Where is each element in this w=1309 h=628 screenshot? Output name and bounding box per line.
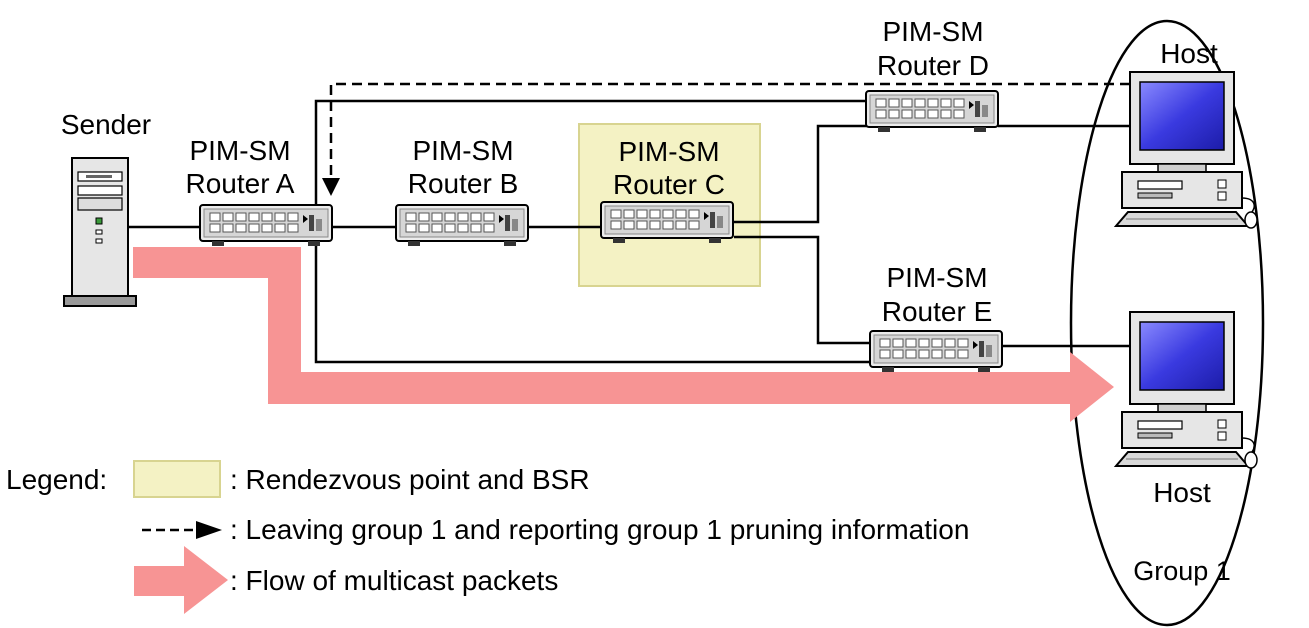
legend-rp-text: : Rendezvous point and BSR: [230, 464, 590, 495]
router-d-label-line1: PIM-SM: [882, 16, 983, 47]
host-bottom-icon: [1115, 311, 1258, 469]
sender-server: [63, 157, 137, 307]
sender-label: Sender: [61, 109, 151, 140]
legend-flow-text: : Flow of multicast packets: [230, 565, 558, 596]
group1-ellipse: [1069, 19, 1265, 627]
prune-report-arrow: [322, 82, 1130, 196]
legend: Legend: : Rendezvous point and BSR : Lea…: [6, 460, 969, 614]
router-d-label-line2: Router D: [877, 50, 989, 81]
router-a-label-line2: Router A: [186, 168, 295, 199]
router-e-icon: [869, 330, 1003, 373]
router-c-label-line1: PIM-SM: [618, 136, 719, 167]
host-top-label: Host: [1160, 38, 1218, 69]
router-d-icon: [865, 90, 999, 133]
router-b-icon: [395, 204, 529, 247]
router-b-label-line2: Router B: [408, 168, 519, 199]
host-bottom-label: Host: [1153, 477, 1211, 508]
legend-title: Legend:: [6, 464, 107, 495]
router-c-label-line2: Router C: [613, 169, 725, 200]
legend-prune-text: : Leaving group 1 and reporting group 1 …: [230, 514, 969, 545]
network-links: [128, 99, 1130, 364]
legend-flow-arrow-icon: [134, 546, 228, 614]
legend-dashed-arrow-icon: [142, 521, 222, 539]
router-c-icon: [600, 201, 734, 244]
legend-rp-swatch: [133, 460, 221, 498]
router-e-label-line1: PIM-SM: [886, 262, 987, 293]
router-a-icon: [199, 204, 333, 247]
router-b-label-line1: PIM-SM: [412, 135, 513, 166]
router-e-label-line2: Router E: [882, 296, 993, 327]
group-label: Group 1: [1133, 556, 1231, 586]
multicast-flow-arrow: [133, 247, 1114, 422]
host-top-icon: [1115, 71, 1258, 229]
router-a-label-line1: PIM-SM: [189, 135, 290, 166]
